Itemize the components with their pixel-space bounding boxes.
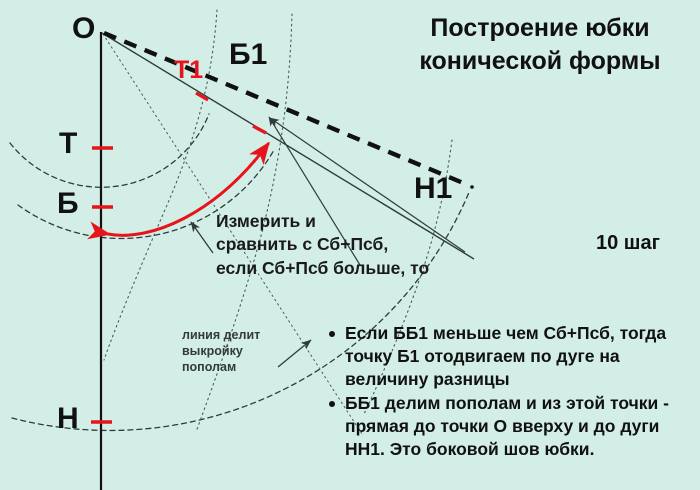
list-item: ББ1 делим пополам и из этой точки - прям… <box>324 392 696 460</box>
pointer-arrow-to-half-line <box>277 339 312 368</box>
pointer-arrow-to-B1-b <box>269 117 466 253</box>
measure-note: Измерить и сравнить с Сб+Псб, если Сб+Пс… <box>216 210 446 280</box>
point-label-B1: Б1 <box>229 38 268 71</box>
point-label-N: Н <box>57 402 79 435</box>
page-title: Построение юбки конической формы <box>380 12 700 78</box>
solid-radial-line <box>101 32 475 260</box>
instruction-list: Если ББ1 меньше чем Сб+Псб, тогда точку … <box>324 322 696 463</box>
measure-note-line-3: если Сб+Псб больше, то <box>216 257 430 278</box>
pointer-arrow-to-measure-arc <box>190 221 214 254</box>
red-tick-B1 <box>252 124 267 135</box>
page-title-line-1: Построение юбки <box>430 14 650 42</box>
page-title-line-2: конической формы <box>419 47 661 75</box>
point-label-B: Б <box>57 187 79 220</box>
pointer-arrow-to-B1-a <box>268 116 361 266</box>
dotted-arc-N1 <box>363 139 453 415</box>
endpoint-dot-N1 <box>470 185 474 189</box>
measure-note-line-2: сравнить с Сб+Псб, <box>216 234 389 255</box>
half-line-note-line-1: линия делит <box>182 328 261 342</box>
point-label-T: Т <box>59 127 78 160</box>
half-line-note-line-3: пополам <box>182 360 237 374</box>
point-label-O: О <box>72 12 96 45</box>
point-label-T1: Т1 <box>174 56 204 84</box>
measure-note-line-1: Измерить и <box>216 211 316 231</box>
red-measure-arc <box>87 141 270 240</box>
list-item: Если ББ1 меньше чем Сб+Псб, тогда точку … <box>324 322 696 390</box>
half-line-note-line-2: выкройку <box>182 344 243 358</box>
arc-hem-N <box>11 189 471 432</box>
step-label: 10 шаг <box>596 232 660 254</box>
half-line-note: линия делит выкройку пополам <box>182 327 292 375</box>
point-label-N1: Н1 <box>414 172 453 205</box>
red-tick-T1 <box>195 91 209 102</box>
